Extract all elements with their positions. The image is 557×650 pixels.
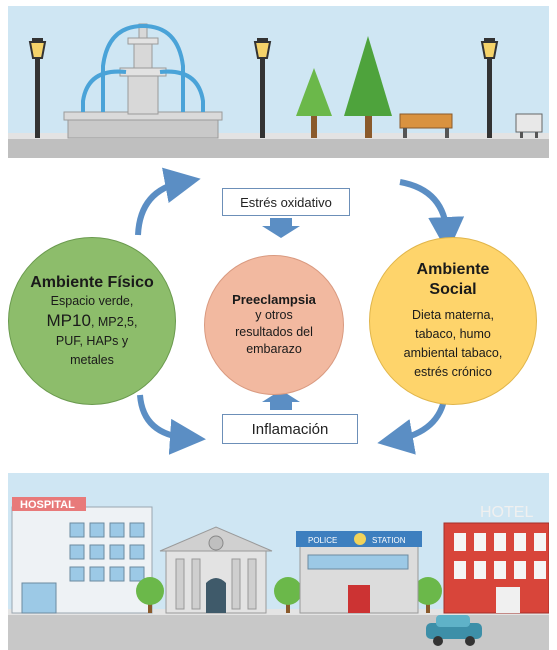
- up-arrow-icon: [262, 390, 300, 410]
- physical-environment-title: Ambiente Físico: [30, 274, 154, 291]
- tree-icon: [274, 577, 302, 613]
- preeclampsia-line-1: y otros: [255, 308, 293, 322]
- social-line-3: ambiental tabaco,: [403, 346, 503, 360]
- preeclampsia-title: Preeclampsia: [232, 292, 316, 307]
- tree-icon: [136, 577, 164, 613]
- physical-mp10: MP10: [46, 311, 91, 330]
- preeclampsia-circle: Preeclampsia y otros resultados del emba…: [204, 255, 344, 395]
- tree-icon: [414, 577, 442, 613]
- hotel-sign: HOTEL: [480, 504, 533, 521]
- physical-line-2: MP10, MP2,5,: [47, 311, 138, 332]
- tree-icon: [296, 68, 332, 138]
- arc-arrow-bottom-left: [137, 394, 206, 455]
- inflammation-text: Inflamación: [251, 420, 329, 438]
- fountain-icon: [63, 23, 223, 139]
- physical-line-3: PUF, HAPs y: [55, 334, 129, 348]
- down-arrow-icon: [262, 218, 300, 238]
- social-environment-circle: Ambiente Social Dieta materna, tabaco, h…: [369, 237, 537, 405]
- social-line-1: Dieta materna,: [412, 308, 494, 322]
- social-title-line-1: Ambiente: [416, 261, 490, 278]
- street-lamp-icon: [253, 38, 272, 138]
- arc-arrow-top-left: [135, 167, 201, 236]
- hotel-building-icon: HOTEL: [443, 504, 549, 614]
- physical-line-2-rest: , MP2,5,: [90, 315, 138, 329]
- street-lamp-icon: [28, 38, 47, 138]
- police-sign-left: POLICE: [308, 536, 337, 545]
- arc-arrow-top-right: [399, 179, 465, 253]
- tree-icon: [344, 36, 392, 138]
- oxidative-stress-text: Estrés oxidativo: [240, 194, 332, 210]
- hospital-sign: HOSPITAL: [20, 499, 75, 511]
- social-title-line-2: Social: [429, 281, 477, 298]
- social-line-2: tabaco, humo: [415, 327, 491, 341]
- inflammation-label: Inflamación: [222, 414, 358, 444]
- social-line-4: estrés crónico: [414, 365, 492, 379]
- preeclampsia-line-3: embarazo: [246, 342, 302, 356]
- physical-line-1: Espacio verde,: [50, 294, 134, 308]
- physical-environment-body: Espacio verde, MP10, MP2,5, PUF, HAPs y …: [47, 292, 138, 370]
- preeclampsia-body: y otros resultados del embarazo: [235, 307, 313, 358]
- police-sign-right: STATION: [372, 536, 406, 545]
- police-station-icon: POLICE STATION: [296, 531, 422, 614]
- bench-icon: [399, 113, 453, 138]
- social-environment-body: Dieta materna, tabaco, humo ambiental ta…: [404, 306, 503, 382]
- street-lamp-icon: [480, 38, 499, 138]
- city-scene: HOSPITAL POLICE STATION: [8, 473, 549, 650]
- physical-environment-circle: Ambiente Físico Espacio verde, MP10, MP2…: [8, 237, 176, 405]
- social-environment-title: Ambiente Social: [417, 260, 490, 300]
- hospital-building-icon: HOSPITAL: [11, 497, 153, 614]
- oxidative-stress-label: Estrés oxidativo: [222, 188, 350, 216]
- park-scene: [8, 6, 549, 158]
- sign-icon: [515, 113, 543, 138]
- physical-line-4: metales: [70, 353, 114, 367]
- car-icon: [426, 615, 482, 646]
- bank-building-icon: [159, 526, 273, 614]
- preeclampsia-line-2: resultados del: [235, 325, 313, 339]
